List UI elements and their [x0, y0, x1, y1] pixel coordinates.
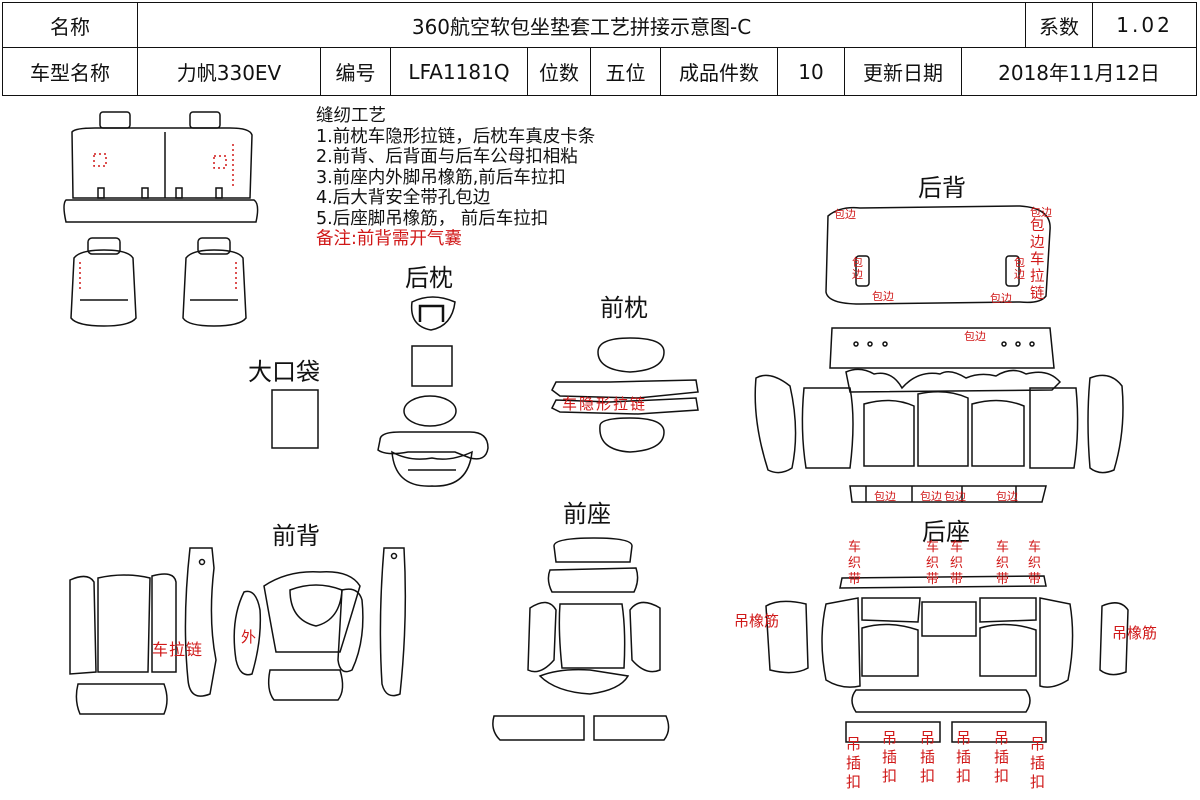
binding-label: 包边 — [920, 490, 942, 503]
front-seat-title: 前座 — [563, 500, 611, 528]
seats-label: 位数 — [527, 47, 591, 96]
notes-heading: 缝纫工艺 — [316, 106, 386, 126]
hook-label: 吊插扣 — [920, 729, 936, 785]
hook-label: 吊插扣 — [994, 729, 1010, 785]
binding-label: 包边 — [964, 330, 986, 343]
binding-label: 包边 — [996, 490, 1018, 503]
code-value: LFA1181Q — [390, 47, 528, 96]
car-seat-overview — [63, 111, 259, 327]
code-label: 编号 — [320, 47, 391, 96]
big-pocket-title: 大口袋 — [248, 358, 320, 386]
seats-value: 五位 — [590, 47, 661, 96]
binding-label: 包边 — [852, 256, 863, 281]
note-item: 1.前枕车隐形拉链，后枕车真皮卡条 — [316, 126, 596, 147]
note-item: 5.后座脚吊橡筋， 前后车拉扣 — [316, 208, 549, 229]
rear-back-pieces — [754, 205, 1124, 503]
binding-label: 包边 — [944, 490, 966, 503]
name-label: 名称 — [2, 2, 138, 48]
webbing-label: 车织带 — [1028, 540, 1042, 587]
model-label: 车型名称 — [2, 47, 138, 96]
binding-label: 包边 — [1030, 206, 1052, 219]
note-item: 4.后大背安全带孔包边 — [316, 188, 491, 208]
big-pocket-piece — [271, 389, 319, 449]
binding-label: 包边 — [1014, 256, 1025, 281]
rear-headrest-title: 后枕 — [405, 264, 453, 292]
update-label: 更新日期 — [844, 47, 962, 96]
rear-seat-title: 后座 — [922, 518, 970, 546]
front-seat-pieces — [492, 537, 670, 741]
rear-seat-pieces — [765, 575, 1129, 743]
front-back-pieces — [69, 547, 407, 715]
hook-label: 吊插扣 — [1030, 735, 1046, 791]
model-value: 力帆330EV — [137, 47, 321, 96]
front-back-title: 前背 — [272, 522, 320, 550]
front-headrest-title: 前枕 — [600, 294, 648, 322]
coef-value: 1.02 — [1092, 2, 1198, 48]
rear-back-title: 后背 — [918, 174, 966, 202]
update-value: 2018年11月12日 — [960, 47, 1198, 96]
binding-label: 包边 — [874, 490, 896, 503]
elastic-label: 吊橡筋 — [734, 612, 780, 630]
webbing-label: 车织带 — [950, 540, 964, 587]
hook-label: 吊插扣 — [956, 729, 972, 785]
hook-label: 吊插扣 — [846, 735, 862, 791]
sewing-notes: 缝纫工艺 1.前枕车隐形拉链，后枕车真皮卡条 2.前背、后背面与后车公母扣相粘 … — [316, 106, 595, 250]
header-table: 名称 360航空软包坐垫套工艺拼接示意图-C 系数 1.02 车型名称 力帆33… — [2, 2, 1198, 96]
hook-label: 吊插扣 — [882, 729, 898, 785]
binding-zipper-label: 包边车拉链 — [1030, 218, 1045, 302]
coef-label: 系数 — [1025, 2, 1094, 48]
hidden-zipper-label: 车隐形拉链 — [562, 395, 648, 413]
pieces-label: 成品件数 — [660, 47, 778, 96]
pieces-value: 10 — [777, 47, 845, 96]
webbing-label: 车织带 — [848, 540, 862, 587]
front-headrest-pieces — [550, 337, 699, 453]
rear-headrest-pieces — [377, 296, 489, 487]
binding-label: 包边 — [872, 290, 894, 303]
webbing-label: 车织带 — [996, 540, 1010, 587]
note-item: 3.前座内外脚吊橡筋,前后车拉扣 — [316, 167, 566, 188]
elastic-label: 吊橡筋 — [1112, 624, 1158, 642]
binding-label: 包边 — [990, 292, 1012, 305]
note-remark: 备注:前背需开气囊 — [316, 229, 462, 249]
note-item: 2.前背、后背面与后车公母扣相粘 — [316, 147, 578, 167]
outer-label: 外 — [241, 628, 257, 646]
zipper-label: 车拉链 — [152, 640, 204, 659]
binding-label: 包边 — [834, 208, 856, 221]
webbing-label: 车织带 — [926, 540, 940, 587]
diagram-title: 360航空软包坐垫套工艺拼接示意图-C — [136, 2, 1027, 48]
